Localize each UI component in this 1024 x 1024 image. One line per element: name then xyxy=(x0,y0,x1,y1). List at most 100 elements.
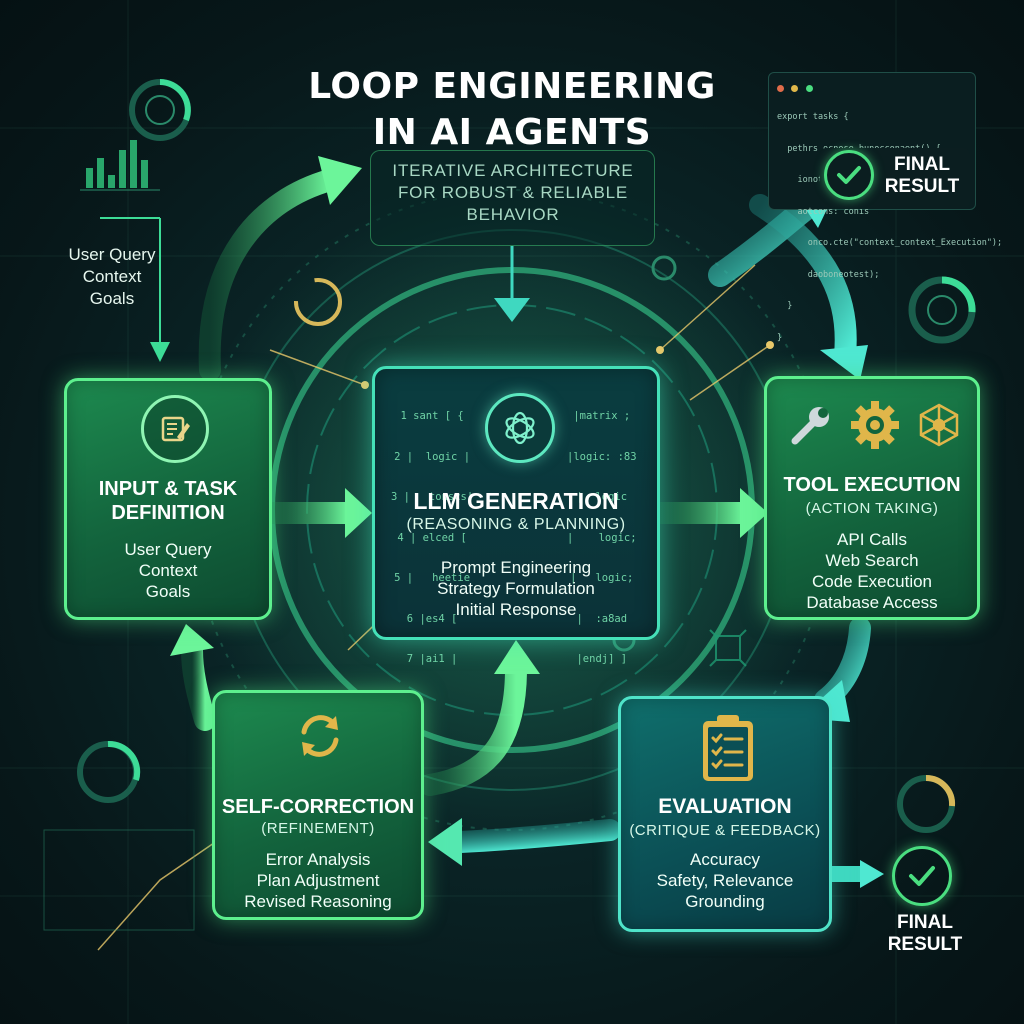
page-title: LOOP ENGINEERING IN AI AGENTS xyxy=(212,64,812,156)
code-line: } xyxy=(777,301,793,311)
arrow-eval-correction xyxy=(449,819,621,853)
code-line: | logic; xyxy=(567,531,637,544)
code-line: 4 | elced [ xyxy=(397,531,467,544)
stage-items: Accuracy Safety, Relevance Grounding xyxy=(621,849,829,912)
stage-subtitle: (ACTION TAKING) xyxy=(805,500,939,517)
arrow-user-input-head xyxy=(150,342,170,362)
stage-title: EVALUATION xyxy=(658,795,792,818)
stage-item: Strategy Formulation xyxy=(437,579,595,598)
code-line: } xyxy=(777,332,783,343)
stage-llm-generation[interactable]: 1 sant [ { 2 | logic | 3 | tonscs| 4 | e… xyxy=(372,366,660,665)
stage-item: Database Access xyxy=(806,593,938,612)
node-network-decoration xyxy=(709,629,747,667)
stage-item: Code Execution xyxy=(811,572,933,591)
refresh-icon xyxy=(291,707,349,765)
arrow-correction-input xyxy=(181,639,216,731)
subtitle: ITERATIVE ARCHITECTURE FOR ROBUST & RELI… xyxy=(372,160,654,226)
final-result-line: RESULT xyxy=(887,934,963,955)
code-line: | logic; xyxy=(570,572,634,584)
connector-lines xyxy=(97,264,771,951)
title-line-1: LOOP ENGINEERING xyxy=(308,66,716,107)
stage-items: API Calls Web Search Code Execution Data… xyxy=(767,529,977,613)
stage-item: API Calls xyxy=(837,530,907,549)
gauge-bottom-right xyxy=(897,774,956,833)
wrench-icon xyxy=(787,401,835,454)
check-circle-icon xyxy=(824,150,874,200)
mini-bar-chart xyxy=(86,140,148,188)
subtitle-box xyxy=(370,150,655,246)
stage-self-correction[interactable]: SELF-CORRECTION (REFINEMENT) Error Analy… xyxy=(212,690,424,920)
stage-title-line: DEFINITION xyxy=(111,502,225,524)
code-line: export tasks { xyxy=(777,112,849,122)
code-line: 3 | tonscs| xyxy=(391,491,474,503)
stage-subtitle: (CRITIQUE & FEEDBACK) xyxy=(629,822,821,839)
code-line: 2 | logic | xyxy=(394,450,471,463)
stage-title: TOOL EXECUTION xyxy=(783,474,961,496)
final-result-line: FINAL xyxy=(897,912,953,933)
arrow-eval-correction-head xyxy=(428,818,462,866)
stage-item: Prompt Engineering xyxy=(440,558,592,577)
stage-item: Accuracy xyxy=(690,850,760,869)
stage-items: Error Analysis Plan Adjustment Revised R… xyxy=(215,849,421,912)
stage-item: Error Analysis xyxy=(265,850,371,869)
stage-title: LLM GENERATION xyxy=(413,488,619,514)
stage-item: Revised Reasoning xyxy=(244,892,392,911)
check-circle-icon xyxy=(892,846,952,906)
stage-item: Context xyxy=(138,561,198,580)
stage-item: User Query xyxy=(124,540,212,559)
arc-arrow-right xyxy=(749,194,857,366)
window-dot-yellow xyxy=(791,85,799,92)
code-window-text: export tasks { pethrs ocnose bunocconaen… xyxy=(777,91,1002,364)
arrow-subtitle-llm-head xyxy=(494,298,530,322)
gear-icon xyxy=(847,397,903,458)
code-line: daoboneotest); xyxy=(777,269,880,280)
code-line: 6 |es4 [ xyxy=(406,612,458,625)
subtitle-line-2: FOR ROBUST & RELIABLE xyxy=(398,183,628,202)
arrow-input-llm-head xyxy=(345,488,372,538)
code-line: |logic: :83 xyxy=(567,450,637,463)
stage-item: Initial Response xyxy=(455,600,577,619)
gauge-right xyxy=(908,276,976,344)
stage-input-task-definition[interactable]: INPUT & TASK DEFINITION User Query Conte… xyxy=(64,378,272,620)
window-controls xyxy=(777,79,813,97)
final-result-line: FINAL xyxy=(894,154,950,175)
arc-arrow-right-head xyxy=(820,345,868,380)
arrow-llm-tool-shaft xyxy=(660,502,742,524)
stage-tool-execution[interactable]: TOOL EXECUTION (ACTION TAKING) API Calls… xyxy=(764,376,980,620)
final-result-bottom-icon-wrap xyxy=(892,846,952,906)
arrow-correction-input-head xyxy=(170,624,214,656)
stage-subtitle: (REFINEMENT) xyxy=(261,820,375,837)
arrow-llm-tool-head xyxy=(740,488,768,538)
stage-title: SELF-CORRECTION xyxy=(221,796,415,818)
user-input-label: Goals xyxy=(89,289,135,308)
final-result-top-label: FINAL RESULT xyxy=(876,154,968,198)
stage-item: Safety, Relevance xyxy=(656,871,794,890)
code-line: | :a8ad xyxy=(576,612,628,625)
arrow-eval-final-head xyxy=(860,860,884,888)
gauge-top-left xyxy=(129,79,191,141)
user-input-label: Context xyxy=(82,267,142,286)
code-line: 7 |ai1 | xyxy=(406,653,458,665)
stage-item: Plan Adjustment xyxy=(256,871,380,890)
stage-items: Prompt Engineering Strategy Formulation … xyxy=(375,557,657,620)
network-icon xyxy=(915,401,963,454)
arrow-eval-final-shaft xyxy=(832,866,862,882)
code-line: onco.cte("context_context_Execution"); xyxy=(777,238,1003,248)
arrow-correction-llm xyxy=(419,661,527,796)
stage-title: INPUT & TASK DEFINITION xyxy=(67,477,269,525)
final-result-top: FINAL RESULT xyxy=(820,148,970,208)
stage-evaluation[interactable]: EVALUATION (CRITIQUE & FEEDBACK) Accurac… xyxy=(618,696,832,932)
edit-document-icon xyxy=(141,395,209,463)
code-line: |matrix ; xyxy=(573,410,631,422)
arrow-input-llm-shaft xyxy=(272,502,347,524)
stage-item: Web Search xyxy=(825,551,919,570)
code-line: | logic xyxy=(576,491,628,503)
gauge-top-center xyxy=(294,278,342,326)
user-input-labels: User Query Context Goals xyxy=(50,244,174,310)
code-line: 5 | heetie xyxy=(394,572,471,584)
arrow-correction-llm-head xyxy=(494,640,540,674)
mini-line-chart xyxy=(43,829,195,931)
title-line-2: IN AI AGENTS xyxy=(372,112,652,153)
user-input-label: User Query xyxy=(68,245,156,264)
openai-knot-icon xyxy=(485,393,555,463)
